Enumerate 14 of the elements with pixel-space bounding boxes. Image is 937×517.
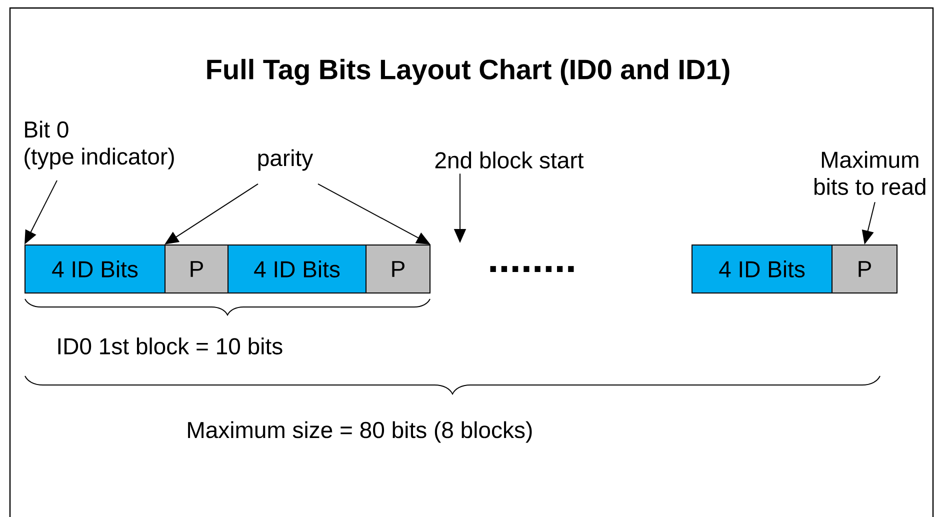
title: Full Tag Bits Layout Chart (ID0 and ID1) xyxy=(207,58,730,86)
annotation-text: Bit 0 (type indicator) xyxy=(24,120,174,170)
parity-cell: P xyxy=(366,244,430,294)
annotation-text: 2nd block start xyxy=(435,152,584,168)
annotation-text: Maximum bits to read xyxy=(814,151,926,195)
ellipsis-dots: ........ xyxy=(490,266,574,272)
annotation-text: parity xyxy=(258,149,314,171)
id-bits-cell: 4 ID Bits xyxy=(692,244,832,294)
caption-text: Maximum size = 80 bits (8 blocks) xyxy=(188,421,532,443)
parity-cell: P xyxy=(832,244,898,294)
parity-cell: P xyxy=(164,244,228,294)
caption-text: ID0 1st block = 10 bits xyxy=(58,338,282,354)
id-bits-cell: 4 ID Bits xyxy=(24,244,166,294)
id-bits-cell: 4 ID Bits xyxy=(228,244,366,294)
